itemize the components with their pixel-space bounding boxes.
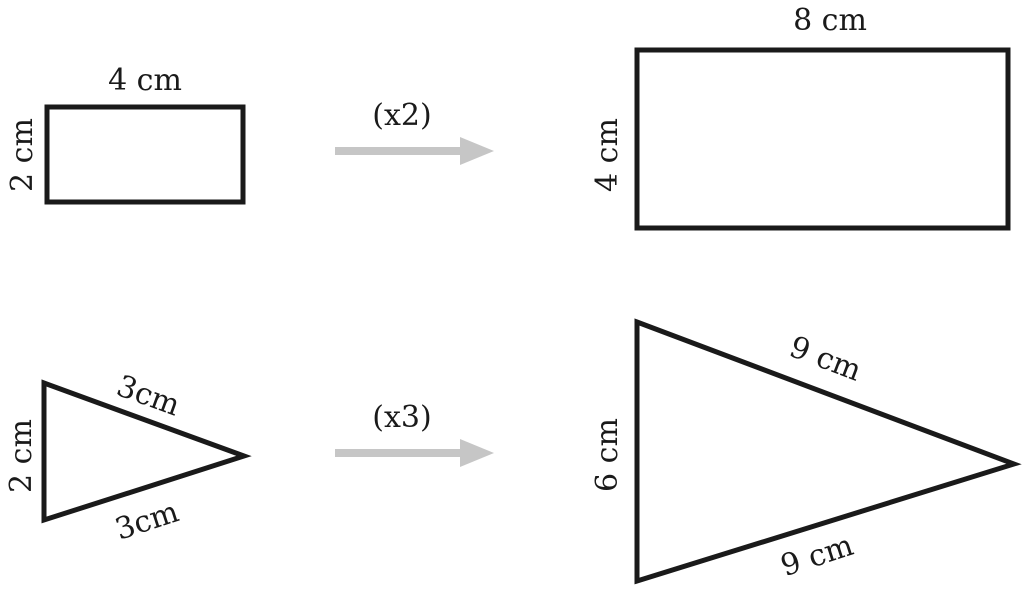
small-triangle [41, 379, 252, 524]
large-rectangle-width-label: 8 cm [793, 3, 867, 38]
small-rectangle [44, 104, 246, 205]
small-triangle-base-label: 2 cm [4, 419, 39, 493]
large-triangle [634, 318, 1022, 585]
rectangle-scale-arrow [335, 137, 494, 165]
rectangle-scale-factor-label: (x2) [372, 98, 431, 133]
small-rectangle-width-label: 4 cm [108, 63, 182, 98]
small-triangle-lower-side-label: 3cm [111, 494, 183, 547]
triangle-scale-factor-label: (x3) [372, 400, 431, 435]
large-rectangle-height-label: 4 cm [590, 118, 625, 192]
triangle-example: 3cm 3cm 2 cm (x3) 9 cm 9 cm 6 cm [4, 318, 1022, 585]
arrow-right-icon [460, 439, 494, 467]
large-rectangle [634, 47, 1011, 231]
large-triangle-base-label: 6 cm [590, 418, 625, 492]
small-rectangle-height-label: 2 cm [5, 118, 40, 192]
arrow-right-icon [460, 137, 494, 165]
triangle-scale-arrow [335, 439, 494, 467]
rectangle-example: 4 cm 2 cm (x2) 8 cm 4 cm [5, 3, 1011, 231]
